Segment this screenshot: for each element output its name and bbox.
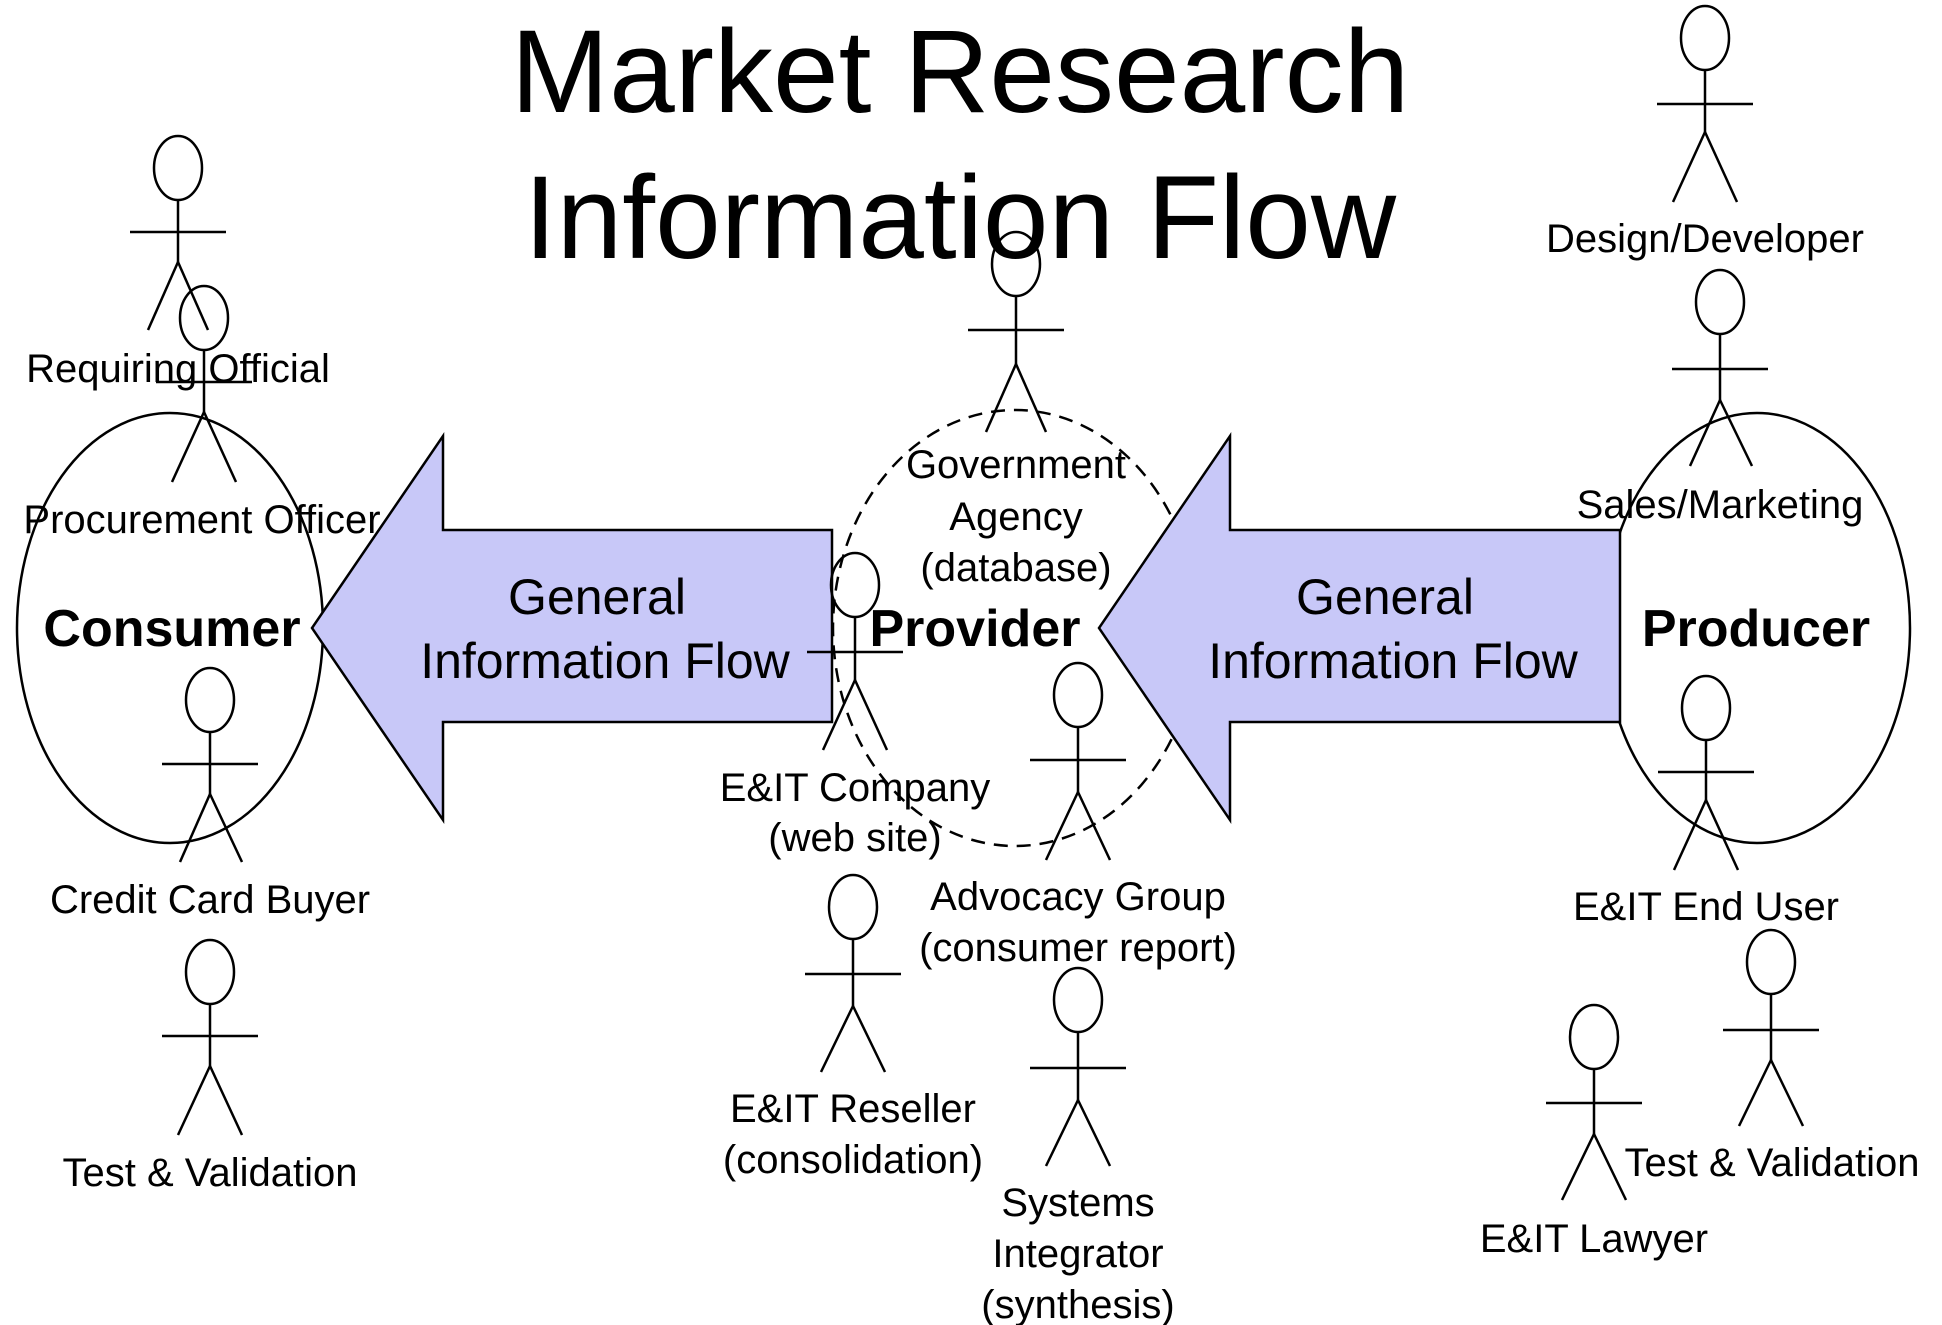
stick-figure-icon <box>1658 674 1754 871</box>
actor-label-line-1: E&IT Company <box>720 766 991 810</box>
stick-figure-icon <box>162 666 258 863</box>
actor-test-validation-producer: Test & Validation <box>1625 928 1920 1185</box>
left-flow-label-line-1: General <box>508 569 686 625</box>
actor-label: Test & Validation <box>1625 1141 1920 1185</box>
actor-label: Procurement Officer <box>23 498 380 542</box>
actor-systems-integrator: Systems Integrator (synthesis) <box>981 966 1175 1325</box>
producer-label: Producer <box>1642 600 1870 658</box>
actor-eit-end-user: E&IT End User <box>1573 674 1839 929</box>
actor-label-line-2: (web site) <box>768 816 941 860</box>
stick-figure-icon <box>1672 268 1768 467</box>
stick-figure-icon <box>1723 928 1819 1127</box>
right-flow-label-line-2: Information Flow <box>1208 633 1578 689</box>
diagram-title-line-2: Information Flow <box>524 152 1397 284</box>
actor-label: Design/Developer <box>1546 217 1864 261</box>
actor-label: E&IT Lawyer <box>1480 1217 1708 1261</box>
actor-label-line-1: Advocacy Group <box>930 875 1226 919</box>
actor-design-developer: Design/Developer <box>1546 4 1864 261</box>
stick-figure-icon <box>1030 966 1126 1167</box>
actor-sales-marketing: Sales/Marketing <box>1577 268 1864 527</box>
diagram-title-line-1: Market Research <box>511 6 1409 138</box>
actor-eit-reseller: E&IT Reseller (consolidation) <box>723 873 983 1182</box>
actor-label-line-1: E&IT Reseller <box>730 1087 976 1131</box>
actor-eit-lawyer: E&IT Lawyer <box>1480 1003 1708 1261</box>
actor-label-line-2: (consumer report) <box>919 926 1237 970</box>
actor-label-line-2: Agency <box>949 495 1082 539</box>
stick-figure-icon <box>807 551 903 751</box>
actor-label-line-1: Government <box>906 443 1126 487</box>
stick-figure-icon <box>968 230 1064 433</box>
right-flow-label-line-1: General <box>1296 569 1474 625</box>
actor-label: Sales/Marketing <box>1577 483 1864 527</box>
right-flow-arrow <box>1097 431 1622 825</box>
actor-government-agency: Government Agency (database) <box>906 230 1126 590</box>
stick-figure-icon <box>1030 661 1126 861</box>
actor-test-validation-consumer: Test & Validation <box>63 938 358 1195</box>
stick-figure-icon <box>130 134 226 331</box>
stick-figure-icon <box>156 284 252 483</box>
stick-figure-icon <box>805 873 901 1073</box>
actor-label: Requiring Official <box>26 347 330 391</box>
actor-label: E&IT End User <box>1573 885 1839 929</box>
actor-label-line-3: (database) <box>920 546 1111 590</box>
provider-label: Provider <box>870 600 1081 658</box>
actor-requiring-official: Requiring Official <box>26 134 330 391</box>
actor-label: Credit Card Buyer <box>50 878 370 922</box>
left-flow-label-line-2: Information Flow <box>420 633 790 689</box>
actor-advocacy-group: Advocacy Group (consumer report) <box>919 661 1237 970</box>
actor-label-line-2: (consolidation) <box>723 1138 983 1182</box>
actor-label-line-1: Systems <box>1001 1181 1154 1225</box>
actor-procurement-officer: Procurement Officer <box>23 284 381 542</box>
stick-figure-icon <box>162 938 258 1136</box>
actor-label-line-3: (synthesis) <box>981 1283 1174 1325</box>
consumer-label: Consumer <box>43 600 300 658</box>
stick-figure-icon <box>1546 1003 1642 1201</box>
actor-label-line-2: Integrator <box>992 1232 1163 1276</box>
actor-label: Test & Validation <box>63 1151 358 1195</box>
actor-credit-card-buyer: Credit Card Buyer <box>50 666 370 922</box>
actor-eit-company: E&IT Company (web site) <box>720 551 991 860</box>
left-flow-arrow <box>310 431 834 825</box>
stick-figure-icon <box>1657 4 1753 203</box>
